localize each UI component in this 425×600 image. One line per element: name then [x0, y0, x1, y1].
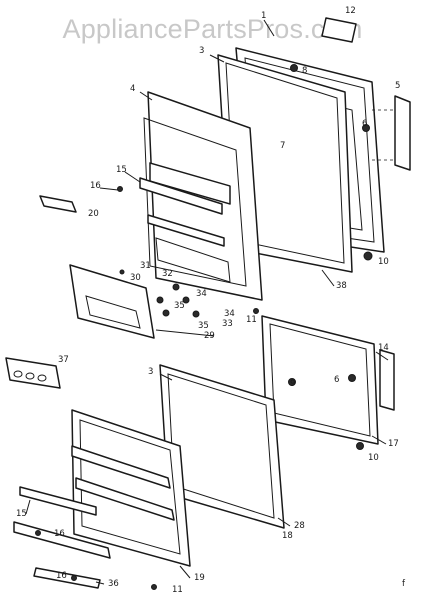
lower-door-liner — [71, 409, 191, 567]
callout-3: 3 — [148, 367, 153, 377]
callout-11: 11 — [246, 315, 257, 325]
callout-12: 12 — [345, 6, 356, 16]
callout-11: 11 — [172, 585, 183, 595]
callout-20: 20 — [88, 209, 99, 219]
callout-34: 34 — [224, 309, 235, 319]
callout-6: 6 — [362, 119, 367, 129]
callout-38: 38 — [336, 281, 347, 291]
callout-28: 28 — [294, 521, 305, 531]
callout-3: 3 — [199, 46, 204, 56]
callout-36: 36 — [108, 579, 119, 589]
callout-34: 34 — [196, 289, 207, 299]
callout-35: 35 — [198, 321, 209, 331]
egg-tray — [5, 357, 61, 389]
callout-17: 17 — [388, 439, 399, 449]
callout-8: 8 — [302, 66, 307, 76]
hinge-cover-top — [321, 17, 357, 43]
callout-9: 9 — [290, 379, 295, 389]
callout-7: 7 — [280, 141, 285, 151]
callout-5: 5 — [395, 81, 400, 91]
callout-6: 6 — [334, 375, 339, 385]
callout-10: 10 — [368, 453, 379, 463]
watermark-text: AppliancePartsPros.com — [62, 14, 363, 44]
callout-35: 35 — [174, 301, 185, 311]
lower-hardware — [35, 374, 364, 590]
callout-19: 19 — [194, 573, 205, 583]
callout-1: 1 — [261, 11, 266, 21]
upper-door-handle — [372, 95, 411, 171]
lower-door-handle — [379, 349, 395, 411]
callout-16: 16 — [90, 181, 101, 191]
callout-30: 30 — [130, 273, 141, 283]
callout-14: 14 — [378, 343, 389, 353]
lower-door-outer-panel — [261, 315, 379, 445]
callout-31: 31 — [140, 261, 151, 271]
page-number: f — [402, 579, 406, 589]
callout-15: 15 — [16, 509, 27, 519]
callout-15: 15 — [116, 165, 127, 175]
callout-16: 16 — [54, 529, 65, 539]
callout-33: 33 — [222, 319, 233, 329]
upper-hardware — [117, 64, 373, 318]
callout-37: 37 — [58, 355, 69, 365]
callout-4: 4 — [130, 84, 135, 94]
callout-16: 16 — [56, 571, 67, 581]
callout-10: 10 — [378, 257, 389, 267]
callout-18: 18 — [282, 531, 293, 541]
dairy-door-assembly — [69, 264, 155, 339]
butter-door — [39, 195, 77, 213]
leader-lines — [25, 19, 389, 585]
callout-labels: 1 12 3 8 5 4 6 7 15 16 20 10 31 30 32 35… — [16, 6, 406, 595]
callout-32: 32 — [162, 269, 173, 279]
upper-door-liner — [139, 91, 263, 301]
